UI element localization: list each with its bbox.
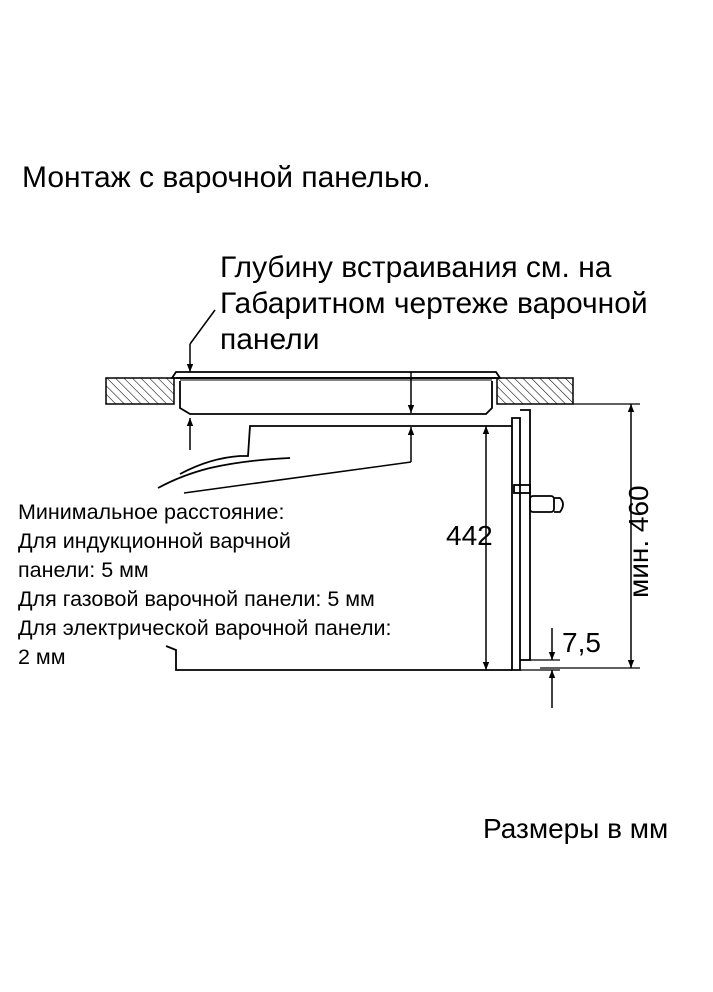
worktop-right — [496, 377, 574, 405]
worktop-left — [105, 377, 175, 405]
dimension-442-label: 442 — [446, 520, 493, 551]
oven-front — [511, 409, 564, 671]
min-distance-heading: Минимальное расстояние: — [18, 500, 285, 524]
min-distance-note: Минимальное расстояние: Для индукционной… — [18, 498, 392, 672]
min-distance-leader — [183, 461, 412, 494]
min-distance-line: Для электрической варочной панели: — [18, 616, 392, 640]
units-note: Размеры в мм — [483, 813, 669, 844]
min-distance-line: Для индукционной варчной — [18, 529, 291, 553]
depth-note-line: панели — [220, 323, 320, 356]
dimension-460-label: мин. 460 — [623, 485, 654, 598]
oven-body — [157, 425, 512, 671]
dimension-7-5-label: 7,5 — [562, 627, 601, 658]
hob — [170, 371, 502, 415]
min-distance-line: 2 мм — [18, 645, 66, 669]
depth-note-leader — [189, 309, 216, 345]
min-distance-line: Для газовой варочной панели: 5 мм — [18, 587, 375, 611]
page-title: Монтаж с варочной панелью. — [22, 161, 431, 194]
min-distance-line: панели: 5 мм — [18, 558, 149, 582]
depth-note-line: Габаритном чертеже варочной — [220, 287, 648, 320]
depth-note-line: Глубину встраивания см. на — [220, 251, 612, 284]
depth-note: Глубину встраивания см. на Габаритном че… — [220, 250, 648, 358]
